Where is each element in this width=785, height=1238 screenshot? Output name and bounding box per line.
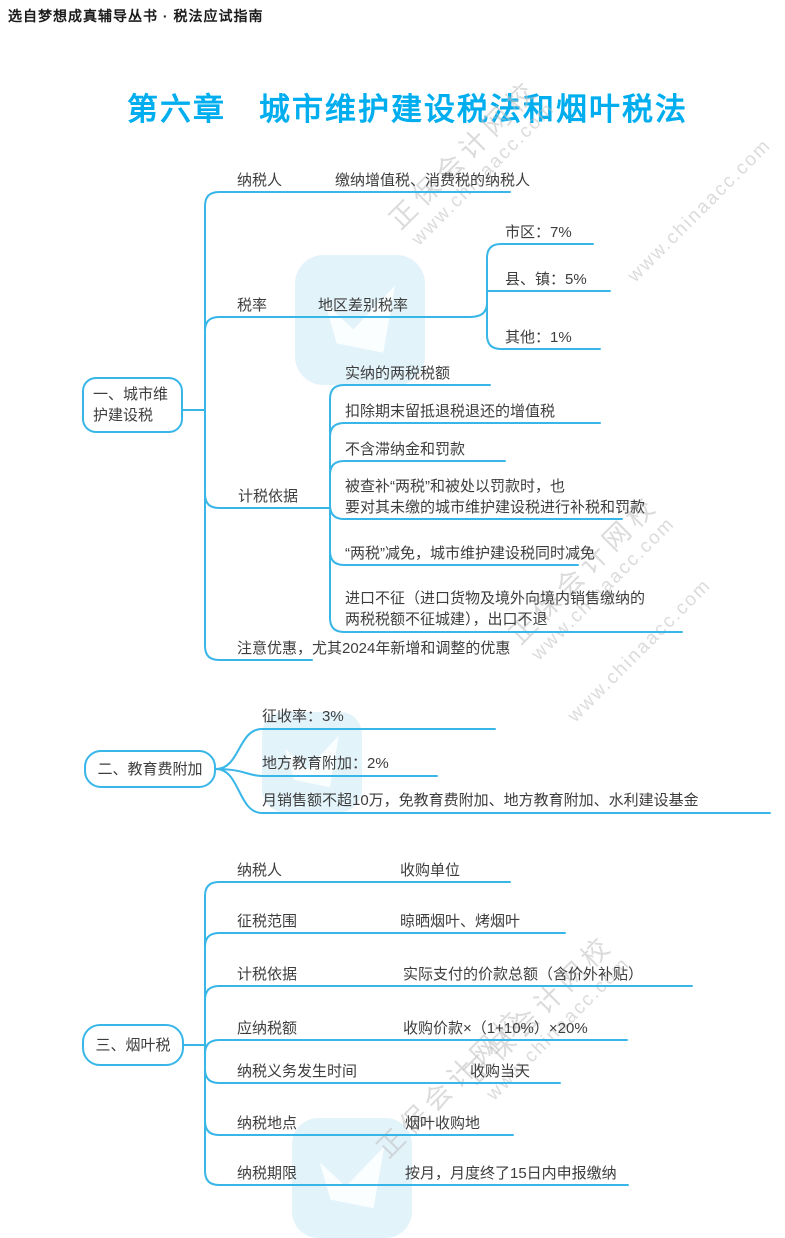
tobacco-taxpayer-label: 纳税人 [237, 862, 283, 879]
tobacco-scope-label: 征税范围 [237, 913, 298, 930]
tobacco-payable-label: 应纳税额 [237, 1020, 298, 1037]
taxbase-item-2: 扣除期末留抵退税退还的增值税 [345, 403, 556, 420]
tobacco-place-value: 烟叶收购地 [405, 1115, 481, 1132]
connector-section1 [182, 191, 511, 661]
rate-city: 市区：7% [505, 224, 572, 241]
local-education-surcharge: 地方教育附加：2% [262, 755, 389, 772]
tobacco-period-label: 纳税期限 [237, 1165, 298, 1182]
connector-section3 [183, 881, 693, 1186]
book-series-header: 选自梦想成真辅导丛书 · 税法应试指南 [8, 8, 264, 24]
rate-other: 其他：1% [505, 329, 572, 346]
tobacco-taxpayer-value: 收购单位 [400, 862, 461, 879]
tobacco-place-label: 纳税地点 [237, 1115, 298, 1132]
connector-taxbase-fan [329, 384, 683, 633]
connector-section2 [215, 728, 771, 814]
taxbase-item-1: 实纳的两税税额 [345, 365, 451, 382]
topic-node-urban-construction-tax: 一、城市维护建设税 [82, 377, 183, 433]
branch-label-taxrate: 税率 [237, 297, 268, 314]
tobacco-payable-value: 收购价款×（1+10%）×20% [403, 1020, 588, 1037]
tobacco-taxbase-value: 实际支付的价款总额（含价外补贴） [403, 966, 644, 983]
mindmap-connectors [182, 191, 771, 1186]
tobacco-obligation-time-value: 收购当天 [470, 1063, 531, 1080]
tobacco-period-value: 按月，月度终了15日内申报缴纳 [405, 1165, 617, 1182]
chapter-title: 第六章 城市维护建设税法和烟叶税法 [127, 92, 688, 127]
tobacco-scope-value: 晾晒烟叶、烤烟叶 [400, 913, 521, 930]
topic-node-education-surcharge: 二、教育费附加 [84, 750, 216, 788]
connector-taxrate-fork [486, 243, 611, 350]
taxbase-item-3: 不含滞纳金和罚款 [345, 441, 466, 458]
taxbase-item-6: 进口不征（进口货物及境外向境内销售缴纳的 两税税额不征城建），出口不退 [345, 590, 646, 628]
surcharge-rate: 征收率：3% [262, 708, 344, 725]
tobacco-obligation-time-label: 纳税义务发生时间 [237, 1063, 358, 1080]
branch-label-taxbase: 计税依据 [238, 488, 299, 505]
topic-node-tobacco-leaf-tax: 三、烟叶税 [82, 1024, 184, 1066]
surcharge-exemption: 月销售额不超10万，免教育费附加、地方教育附加、水利建设基金 [262, 792, 699, 809]
branch-label-taxpayer: 纳税人 [237, 172, 283, 189]
taxbase-item-4: 被查补“两税”和被处以罚款时，也 要对其未缴的城市维护建设税进行补税和罚款 [345, 478, 646, 516]
branch-value-taxpayer: 缴纳增值税、消费税的纳税人 [335, 172, 531, 189]
branch-value-taxrate: 地区差别税率 [318, 297, 409, 314]
tobacco-taxbase-label: 计税依据 [237, 966, 298, 983]
rate-county-town: 县、镇：5% [505, 271, 587, 288]
taxbase-item-5: “两税”减免，城市维护建设税同时减免 [345, 545, 595, 562]
branch-label-preferences-note: 注意优惠，尤其2024年新增和调整的优惠 [237, 640, 511, 657]
